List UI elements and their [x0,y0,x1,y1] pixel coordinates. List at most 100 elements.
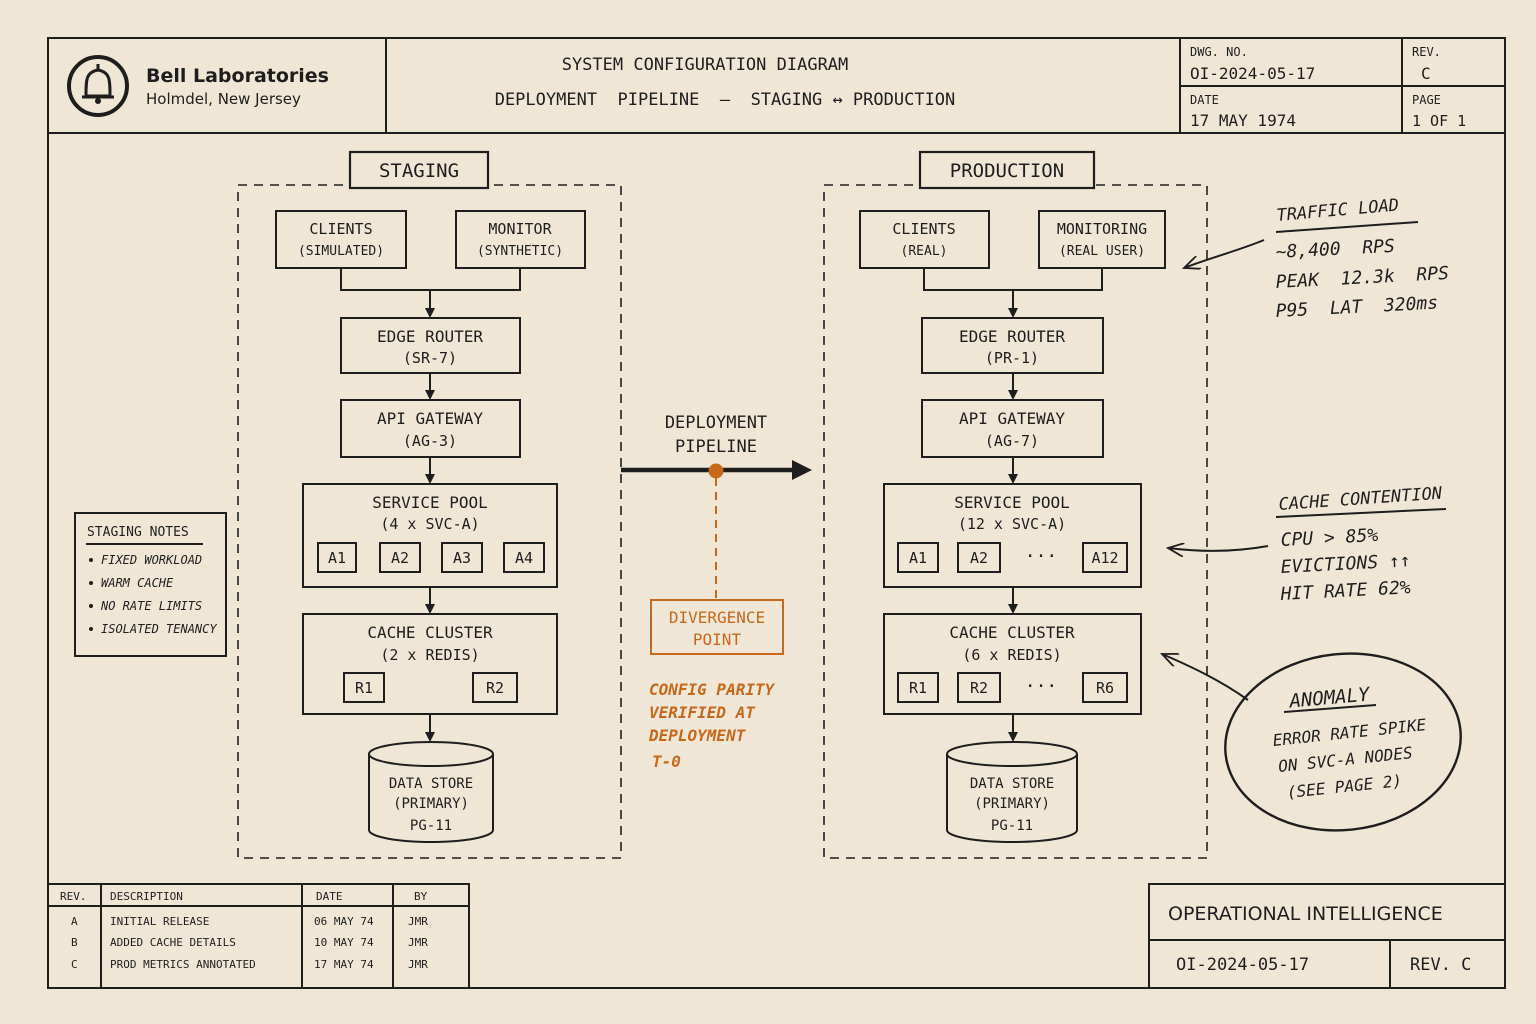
divergence-label-line1: DIVERGENCE [669,608,765,627]
staging-node-a3 [441,542,483,573]
production-title-box [918,150,1096,190]
revision-date: 06 MAY 74 [314,915,374,928]
staging-router-id: (SR-7) [403,349,457,367]
bell-logo-icon [67,55,129,117]
footer-title: OPERATIONAL INTELLIGENCE [1168,903,1443,925]
production-pool-ellipsis: ··· [1025,546,1058,567]
staging-clients-label: CLIENTS [309,220,372,238]
production-cache-label: CACHE CLUSTER [949,623,1075,642]
staging-note-2: WARM CACHE [101,576,174,590]
staging-node-a4 [503,542,545,573]
production-monitor-sub: (REAL USER) [1059,244,1145,259]
production-cache-count: (6 x REDIS) [962,646,1061,664]
dwg-no-label: DWG. NO. [1190,45,1248,59]
table-row: B ADDED CACHE DETAILS 10 MAY 74 JMR [71,936,428,949]
rev-label: REV. [1412,45,1441,59]
staging-cache-r1-label: R1 [355,679,373,697]
pipeline-label-line2: PIPELINE [675,437,757,457]
parity-note-line4: T-0 [652,752,681,771]
staging-cache-r2-label: R2 [486,679,504,697]
by-col-header: BY [414,890,428,903]
cache-contention-hit-rate: HIT RATE 62% [1279,577,1411,605]
revision-author: JMR [408,915,428,928]
org-name: Bell Laboratories [146,65,329,87]
traffic-load-peak: PEAK 12.3k RPS [1275,263,1449,293]
production-node-a2 [957,542,1001,573]
revision-description: PROD METRICS ANNOTATED [110,958,256,971]
production-cache-r6 [1082,672,1128,703]
staging-title: STAGING [379,160,459,182]
staging-cache-count: (2 x REDIS) [380,646,479,664]
staging-title-box [348,150,490,190]
production-cache-r1 [897,672,939,703]
production-cache-r2 [957,672,1001,703]
diagram-subtitle: DEPLOYMENT PIPELINE — STAGING ↔ PRODUCTI… [495,90,956,110]
staging-node-a1 [317,542,357,573]
staging-note-4: ISOLATED TENANCY [101,622,217,636]
staging-store-id: PG-11 [410,818,452,834]
date-label: DATE [1190,93,1219,107]
table-row: C PROD METRICS ANNOTATED 17 MAY 74 JMR [71,958,428,971]
staging-node-a2-label: A2 [391,549,409,567]
traffic-load-rps: ~8,400 RPS [1275,236,1395,263]
staging-clients-sub: (SIMULATED) [298,244,384,259]
production-cache-r2-label: R2 [970,679,988,697]
anomaly-line-3: (SEE PAGE 2) [1286,771,1403,802]
org-location: Holmdel, New Jersey [146,90,301,108]
production-gateway-label: API GATEWAY [959,409,1065,428]
staging-node-a3-label: A3 [453,549,471,567]
footer-title-block: OPERATIONAL INTELLIGENCE OI-2024-05-17 R… [1148,883,1506,989]
production-clients-label: CLIENTS [892,220,955,238]
staging-gateway-id: (AG-3) [403,432,457,450]
staging-cache-r2 [472,672,518,703]
sheet-border [47,37,1506,989]
production-store-label: DATA STORE [970,776,1054,792]
staging-environment: STAGING CLIENTS (SIMULATED) MONITOR (SYN… [237,150,622,859]
staging-monitor-sub: (SYNTHETIC) [477,244,563,259]
revision-author: JMR [408,958,428,971]
staging-node-a1-label: A1 [328,549,346,567]
staging-pool-label: SERVICE POOL [372,493,488,512]
table-row: A INITIAL RELEASE 06 MAY 74 JMR [71,915,428,928]
production-store-role: (PRIMARY) [974,796,1050,812]
production-cache-ellipsis: ··· [1025,676,1058,697]
staging-note-3: NO RATE LIMITS [100,599,202,613]
rev-col-header: REV. [60,890,87,903]
date-col-header: DATE [316,890,343,903]
production-title: PRODUCTION [950,160,1064,182]
staging-data-store: DATA STORE (PRIMARY) PG-11 [368,741,494,843]
production-gateway-id: (AG-7) [985,432,1039,450]
staging-node-a2 [379,542,421,573]
revision-date: 10 MAY 74 [314,936,374,949]
staging-store-role: (PRIMARY) [393,796,469,812]
traffic-load-title: TRAFFIC LOAD [1276,195,1400,226]
staging-node-a4-label: A4 [515,549,533,567]
revision-id: A [71,915,78,928]
production-monitor-label: MONITORING [1057,220,1147,238]
deployment-pipeline: DEPLOYMENT PIPELINE DIVERGENCE POINT CON… [621,413,812,771]
anomaly-annotation: ANOMALY ERROR RATE SPIKE ON SVC-A NODES … [1162,652,1462,832]
staging-notes-title: STAGING NOTES [87,525,189,540]
production-node-a2-label: A2 [970,549,988,567]
footer-rev: REV. C [1410,955,1471,975]
staging-monitor-label: MONITOR [488,220,552,238]
production-cache-r1-label: R1 [909,679,927,697]
staging-store-label: DATA STORE [389,776,473,792]
cache-contention-evictions: EVICTIONS ↑↑ [1280,550,1411,578]
production-store-id: PG-11 [991,818,1033,834]
title-block: Bell Laboratories Holmdel, New Jersey SY… [48,38,1505,134]
anomaly-circle [1224,652,1462,832]
production-data-store: DATA STORE (PRIMARY) PG-11 [946,741,1078,843]
cache-contention-annotation: CACHE CONTENTION CPU > 85% EVICTIONS ↑↑ … [1168,484,1447,605]
parity-note-line2: VERIFIED AT [649,703,756,722]
production-node-a12 [1082,542,1128,573]
rev-value: C [1421,64,1431,83]
traffic-load-latency: P95 LAT 320ms [1275,293,1438,322]
staging-router-label: EDGE ROUTER [377,327,483,346]
pipeline-label-line1: DEPLOYMENT [665,413,767,433]
diagram-title: SYSTEM CONFIGURATION DIAGRAM [562,55,849,75]
staging-cache-r1 [343,672,385,703]
page-label: PAGE [1412,93,1441,107]
